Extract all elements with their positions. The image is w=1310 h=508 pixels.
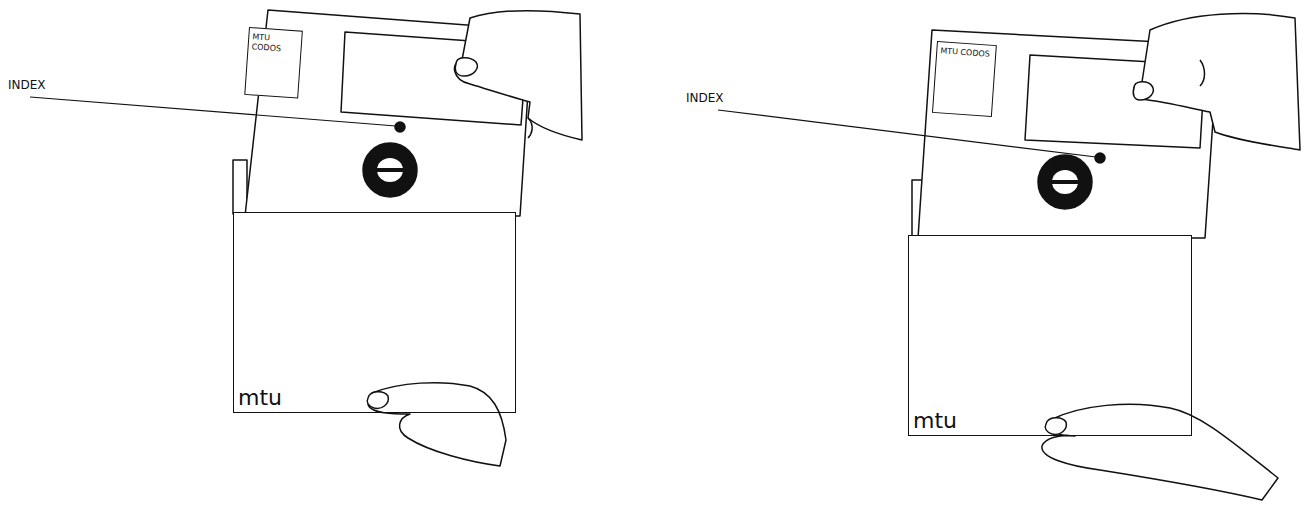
disk-label-box: MTU CODOS	[244, 27, 303, 99]
callout-label: INDEX	[8, 78, 46, 92]
sleeve: mtu	[908, 235, 1192, 436]
label-text: MTU CODOS	[251, 32, 298, 55]
callout-label: INDEX	[686, 91, 724, 105]
sleeve-fill	[233, 213, 516, 413]
leader-line	[30, 97, 396, 126]
sleeve-flap	[233, 160, 247, 214]
thumbnail	[1133, 82, 1153, 100]
hand	[1042, 404, 1278, 500]
finger	[528, 118, 532, 138]
label-text: MTU CODOS	[940, 46, 993, 60]
hand	[454, 11, 582, 140]
sleeve-logo: mtu	[913, 408, 957, 433]
leader-line	[718, 110, 1096, 157]
thumbnail	[367, 392, 388, 409]
index-hole	[395, 122, 405, 132]
thumbnail	[1045, 418, 1066, 435]
hand	[368, 383, 506, 466]
sleeve-logo: mtu	[238, 385, 282, 410]
hub-ring	[363, 143, 417, 197]
finger	[1200, 60, 1205, 86]
disk-label-box: MTU CODOS	[932, 41, 997, 117]
hub-hole	[1052, 170, 1078, 194]
hand	[1134, 14, 1300, 150]
hub-bar	[377, 168, 403, 172]
thumbnail	[455, 58, 477, 76]
hub-bar	[1052, 180, 1078, 184]
hub-ring	[1038, 155, 1092, 209]
index-hole	[1095, 153, 1105, 163]
sleeve: mtu	[233, 212, 516, 413]
hub-hole	[377, 158, 403, 182]
